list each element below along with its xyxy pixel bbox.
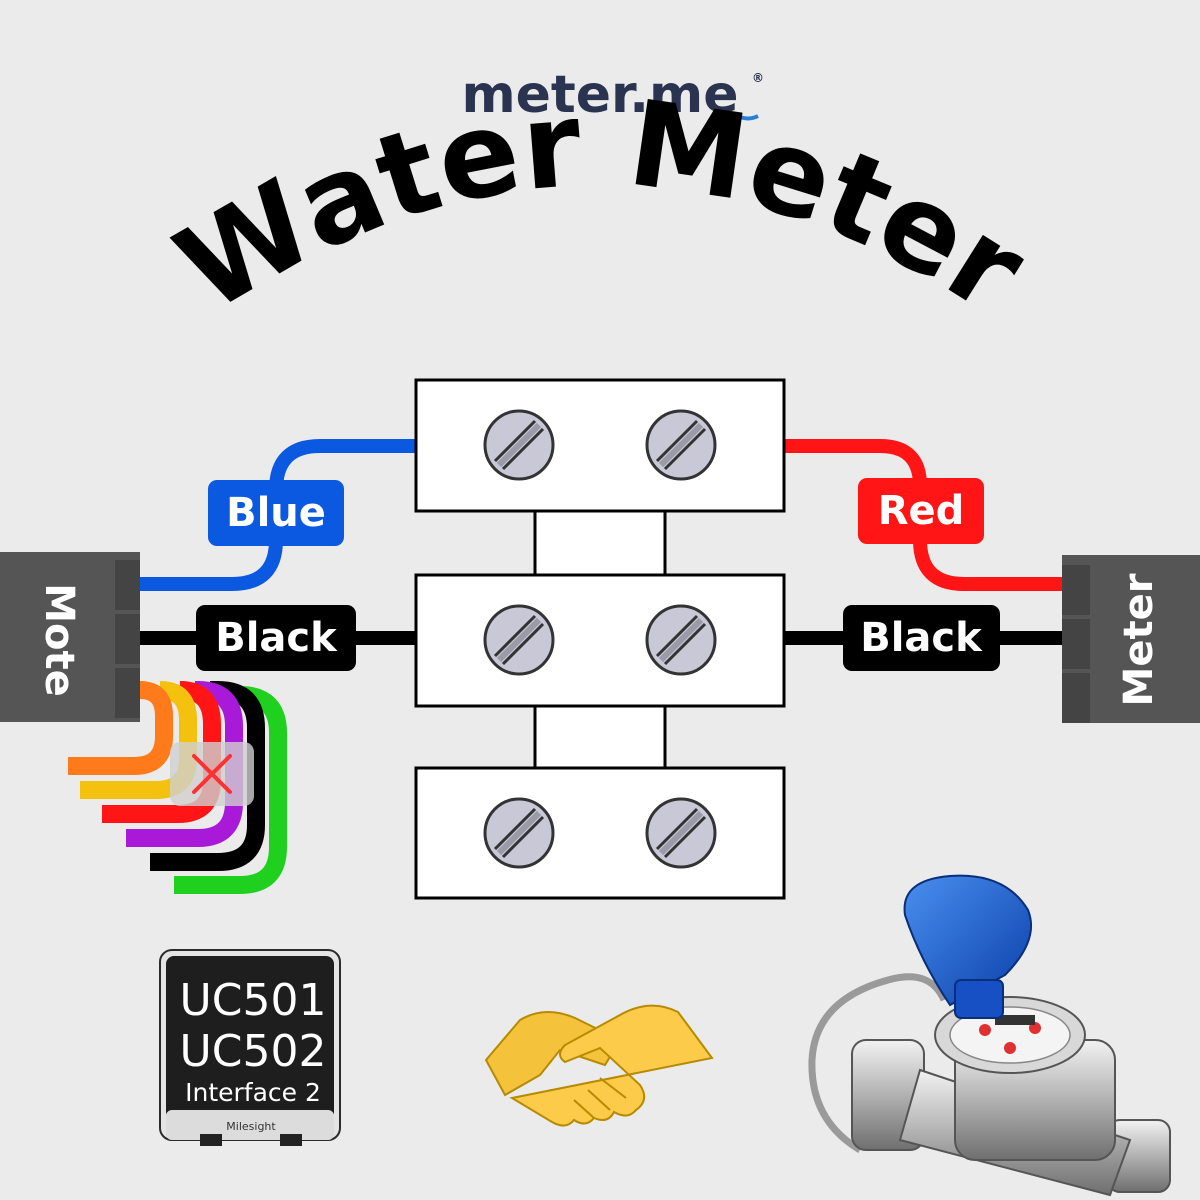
terminal-row-3 (414, 766, 786, 900)
water-meter-image (808, 874, 1171, 1197)
black-wire-spare (150, 681, 265, 871)
terminal-bridge-lower (533, 704, 667, 770)
logo-text-main: meter. (461, 65, 649, 125)
registered-mark: ® (752, 71, 764, 85)
terminal-block (414, 378, 786, 900)
label-red: Red (858, 478, 984, 544)
device-line-1: UC501 (180, 975, 327, 1026)
handshake-icon (484, 1004, 714, 1127)
label-black-right: Black (843, 605, 1000, 671)
mote-label: Mote (36, 583, 82, 697)
meter-connector: Meter (1062, 555, 1200, 723)
page-title: Water Meter (155, 74, 1048, 339)
screw-icon (483, 409, 555, 481)
meter-label: Meter (1116, 573, 1162, 706)
uc50x-device: UC501 UC502 Interface 2 Milesight (159, 949, 341, 1146)
terminal-bridge-upper (533, 509, 667, 577)
orange-wire (68, 681, 173, 775)
screw-icon (645, 797, 717, 869)
label-blue-text: Blue (226, 490, 326, 536)
screw-icon (483, 604, 555, 676)
cross-icon (170, 742, 254, 806)
logo-wave-icon (717, 111, 759, 121)
svg-text:meter.me: meter.me (461, 65, 738, 125)
device-line-2: UC502 (180, 1026, 327, 1077)
terminal-row-1 (414, 378, 786, 513)
page-title-text: Water Meter (155, 74, 1048, 339)
label-blue: Blue (208, 480, 344, 546)
device-brand: Milesight (226, 1120, 276, 1133)
screw-icon (645, 604, 717, 676)
label-black-left-text: Black (215, 615, 338, 661)
mote-connector: Mote (0, 552, 140, 722)
terminal-row-2 (414, 573, 786, 708)
label-black-left: Black (196, 605, 356, 671)
logo: meter.me ® (461, 65, 764, 125)
screws (483, 409, 717, 869)
label-black-right-text: Black (860, 615, 983, 661)
label-red-text: Red (878, 488, 965, 534)
screw-icon (483, 797, 555, 869)
screw-icon (645, 409, 717, 481)
device-line-3: Interface 2 (185, 1078, 321, 1107)
